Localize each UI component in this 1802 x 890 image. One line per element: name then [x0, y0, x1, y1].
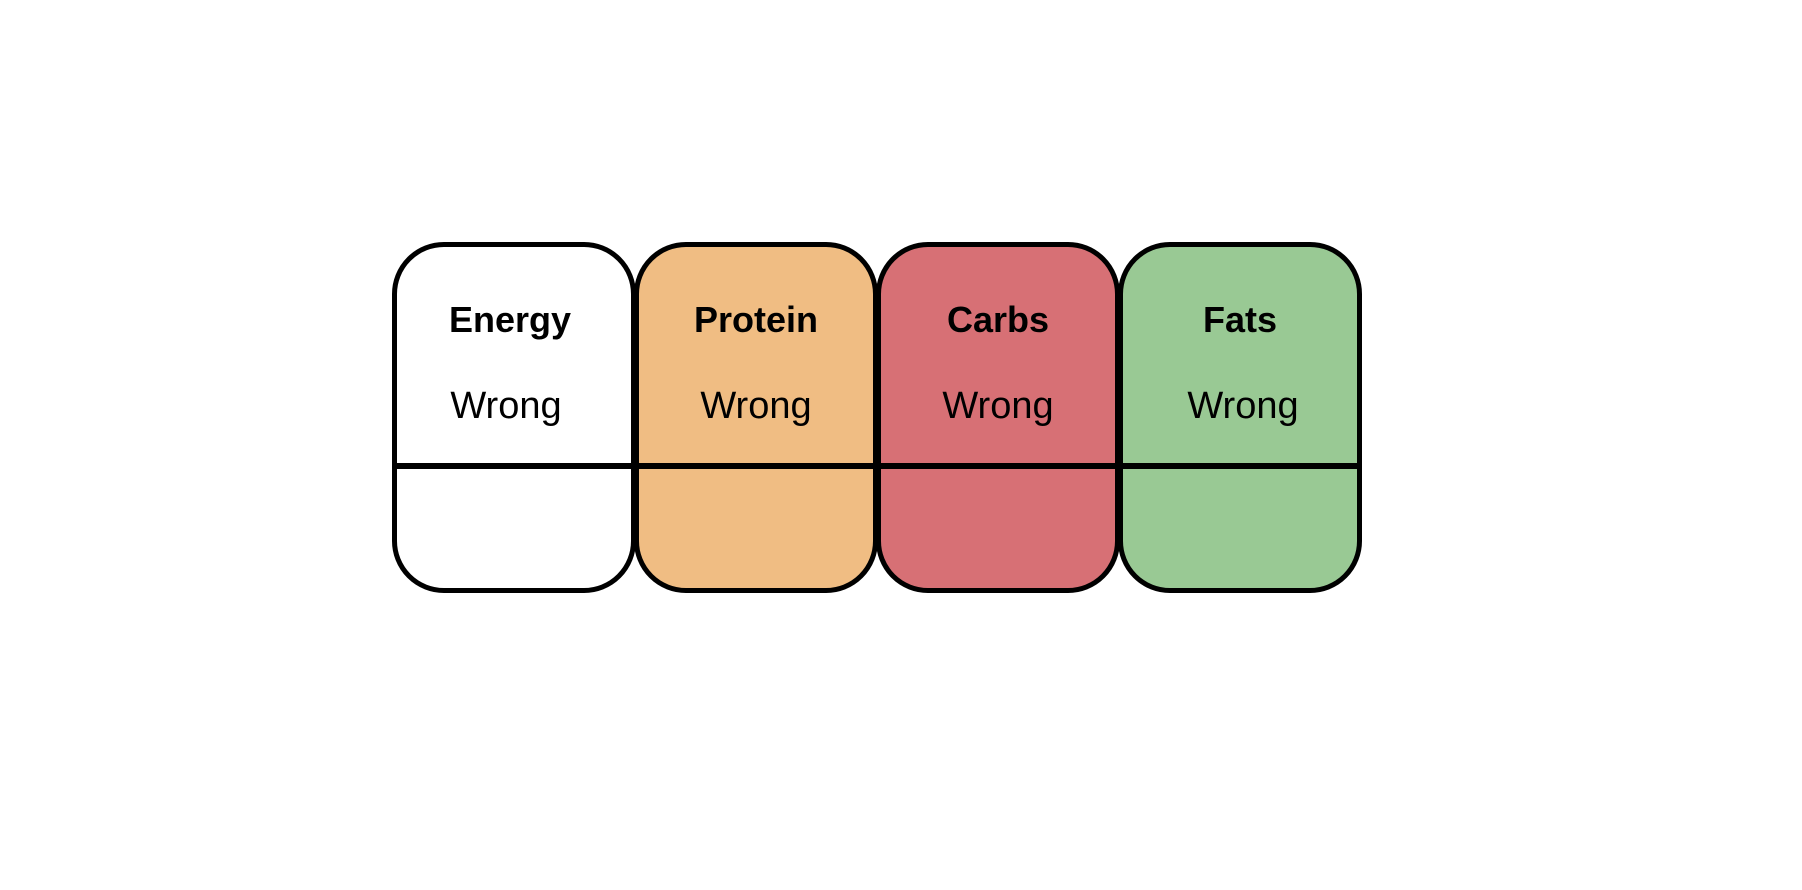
card-title: Protein: [693, 299, 818, 340]
card-divider: [881, 463, 1115, 469]
card-divider: [397, 463, 631, 469]
card-divider: [1123, 463, 1357, 469]
card-title: Carbs: [946, 299, 1050, 340]
card-carbs[interactable]: Carbs Wrong: [876, 242, 1120, 593]
nutrient-cards: Energy Wrong Protein Wrong Carbs Wrong F…: [392, 242, 1362, 593]
card-title: Energy: [448, 299, 572, 340]
card-value: Wrong: [942, 385, 1054, 427]
card-divider: [639, 463, 873, 469]
card-fats[interactable]: Fats Wrong: [1118, 242, 1362, 593]
card-title: Fats: [1202, 299, 1278, 340]
card-energy[interactable]: Energy Wrong: [392, 242, 636, 593]
card-value: Wrong: [1187, 385, 1299, 427]
card-value: Wrong: [700, 385, 812, 427]
card-value: Wrong: [450, 385, 562, 427]
card-protein[interactable]: Protein Wrong: [634, 242, 878, 593]
